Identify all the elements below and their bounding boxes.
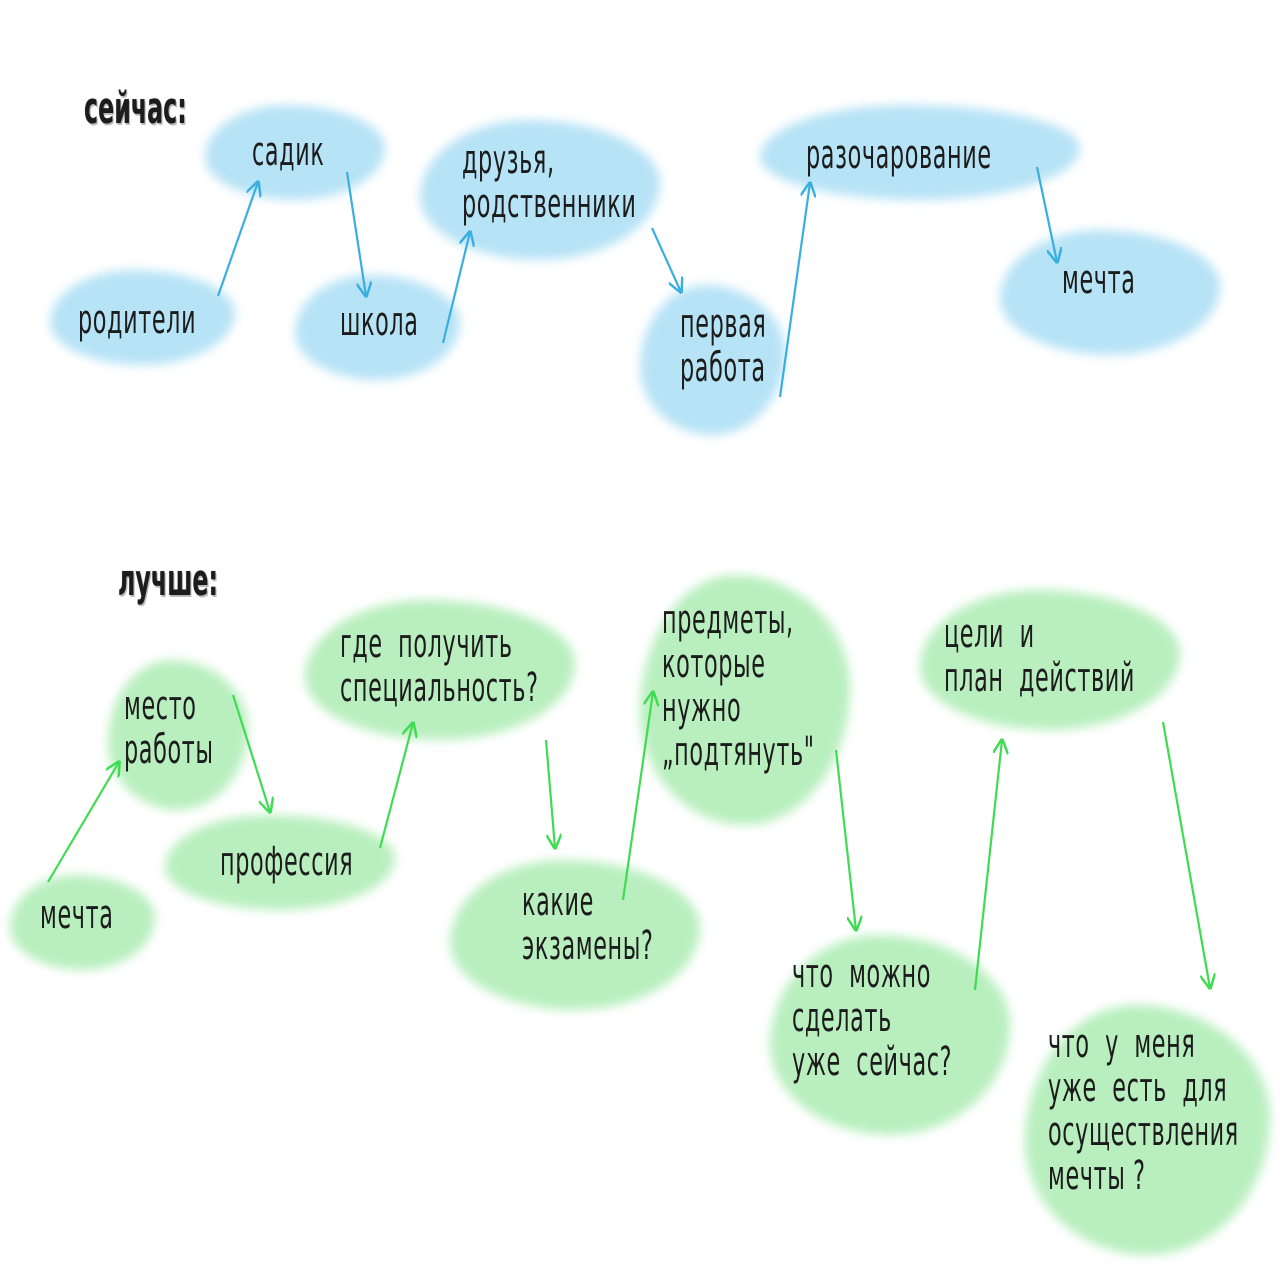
node-pervaya-rabota: первая работа <box>680 301 767 391</box>
node-druzya: друзья, родственники <box>462 137 637 227</box>
arrow-celi-chto-u-menya <box>1161 721 1210 988</box>
blob-professiya <box>165 815 395 910</box>
node-gde-poluchit: где получить специальность? <box>340 621 539 711</box>
arrow-predmety-chto-mozhno <box>834 749 856 930</box>
blob-kakie-ekzameny <box>450 860 700 1010</box>
node-mechta-bottom: мечта <box>40 892 114 938</box>
blob-roditeli <box>50 270 235 365</box>
node-chto-mozhno: что можно сделать уже сейчас? <box>792 951 953 1085</box>
blob-mechta-bottom <box>10 875 155 970</box>
header-better: лучше: <box>118 555 219 606</box>
blob-pervaya-rabota <box>640 285 785 435</box>
node-kakie-ekzameny: какие экзамены? <box>522 879 654 969</box>
node-mesto-raboty: место работы <box>124 683 214 773</box>
node-sadik: садик <box>252 129 325 175</box>
node-shkola: школа <box>340 299 419 345</box>
node-celi: цели и план действий <box>944 611 1136 701</box>
blob-shkola <box>295 275 460 380</box>
node-professiya: профессия <box>220 839 354 885</box>
blob-mesto-raboty <box>108 660 248 810</box>
blob-gde-poluchit <box>305 600 575 740</box>
arrow-druzya-pervaya <box>650 227 681 292</box>
blob-celi <box>920 590 1180 730</box>
node-chto-u-menya: что у меня уже есть для осуществления ме… <box>1048 1021 1239 1199</box>
node-roditeli: родители <box>78 297 197 343</box>
arrow-mechta-mesto <box>47 762 119 883</box>
blob-predmety <box>640 575 850 825</box>
arrow-roditeli-sadik <box>216 182 258 297</box>
arrow-chto-mozhno-celi <box>973 740 1002 991</box>
node-predmety: предметы, которые нужно „подтянуть" <box>662 597 815 775</box>
arrow-pervaya-razoch <box>778 183 810 398</box>
node-razocharovanie: разочарование <box>806 132 992 178</box>
blob-chto-mozhno <box>770 935 1010 1135</box>
arrow-professiya-gde <box>378 723 413 849</box>
node-mechta-top: мечта <box>1062 257 1136 303</box>
blob-chto-u-menya <box>1025 1005 1270 1255</box>
arrow-gde-kakie <box>544 739 555 848</box>
header-current: сейчас: <box>84 83 187 134</box>
